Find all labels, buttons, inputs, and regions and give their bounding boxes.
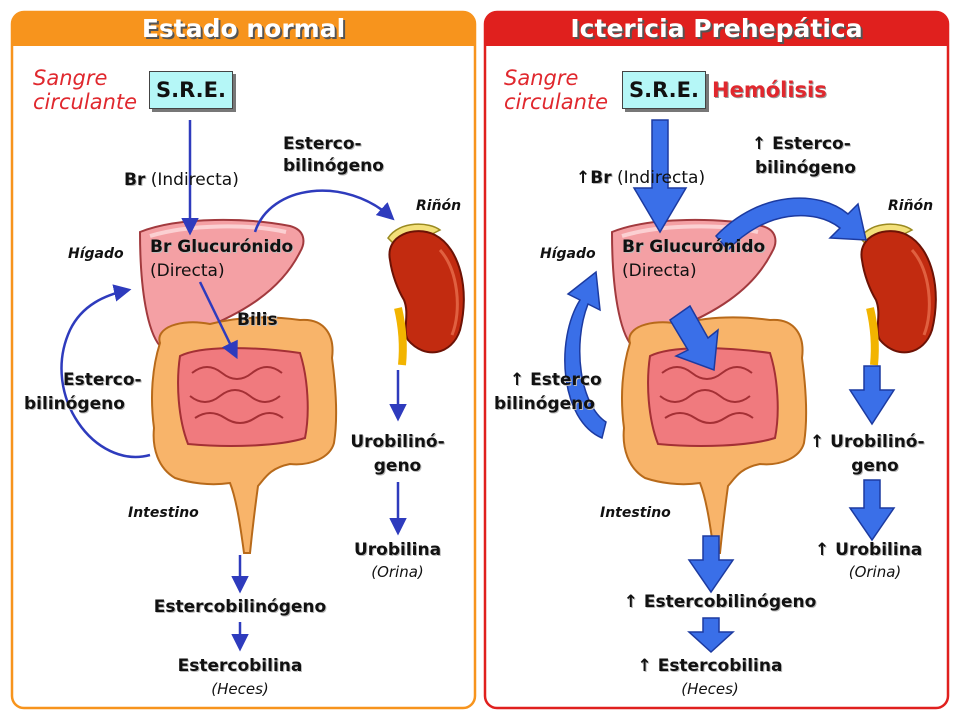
left-rinon-label: Riñón — [416, 198, 462, 214]
right-sre-box: S.R.E. — [622, 71, 706, 109]
left-directa: (Directa) — [150, 261, 225, 281]
right-indirecta: (Indirecta) — [617, 168, 706, 188]
right-estercobil-top-1-text: Esterco- — [772, 134, 851, 154]
right-br-up-arrow-icon: ↑ — [576, 168, 591, 188]
right-estercobilinogeno-text: Estercobilinógeno — [643, 592, 817, 612]
left-sre-box: S.R.E. — [149, 71, 233, 109]
right-urobilino-2: geno — [851, 456, 899, 476]
left-header-title: Estado normal — [141, 14, 346, 43]
right-orina: (Orina) — [848, 563, 902, 581]
right-estercobil-up-arrow-icon: ↑ — [752, 134, 767, 154]
right-hemolisis: Hemólisis — [712, 78, 827, 102]
right-br: Br — [590, 168, 612, 188]
left-indirecta: (Indirecta) — [150, 170, 239, 190]
left-br: Br — [124, 170, 146, 190]
left-arrows — [60, 120, 407, 652]
right-arrows — [564, 119, 896, 654]
left-glucuronido: Br Glucurónido — [150, 237, 294, 257]
left-urobilino-2: geno — [373, 456, 422, 476]
right-urobilina-text: Urobilina — [835, 540, 923, 560]
left-urobilina: Urobilina — [353, 540, 442, 560]
right-directa: (Directa) — [622, 261, 697, 281]
right-higado-label: Hígado — [540, 246, 596, 262]
right-sangre-circulante: Sangre circulante — [504, 66, 609, 114]
right-estercobil-top-2: bilinógeno — [755, 158, 856, 178]
right-urobilino-1: ↑ Urobilinó- — [810, 432, 925, 452]
right-header-title: Ictericia Prehepática — [570, 14, 863, 43]
left-header-bar — [12, 12, 475, 46]
right-urobilina: ↑ Urobilina — [815, 540, 922, 560]
right-esterco-left-1: ↑ Esterco — [510, 370, 602, 390]
left-estercobil-top-1: Esterco- — [283, 134, 362, 154]
right-esterco-left-2: bilinógeno — [494, 394, 595, 414]
right-header-bar — [485, 12, 948, 46]
right-estercobilina-up-arrow-icon: ↑ — [637, 656, 652, 676]
right-estercobilina: ↑ Estercobilina — [610, 656, 810, 676]
left-estercobil-top-2: bilinógeno — [283, 156, 384, 176]
left-esterco-left-1: Esterco- — [63, 370, 142, 390]
right-esterco-left-1-text: Esterco — [530, 370, 602, 390]
left-br-label: Br (Indirecta) — [124, 170, 239, 190]
left-estercobilina: Estercobilina — [177, 656, 303, 676]
right-urobilina-up-arrow-icon: ↑ — [815, 540, 830, 560]
left-bilis-label: Bilis — [237, 310, 278, 330]
left-higado-label: Hígado — [68, 246, 124, 262]
right-esterco-up-arrow-icon: ↑ — [510, 370, 525, 390]
right-glucuronido: Br Glucurónido — [622, 237, 766, 257]
left-urobilino-1: Urobilinó- — [350, 432, 445, 452]
right-intestino-label: Intestino — [600, 505, 671, 521]
right-estercobilinogeno: ↑ Estercobilinógeno — [600, 592, 840, 612]
right-urobilino-up-arrow-icon: ↑ — [810, 432, 825, 452]
left-orina: (Orina) — [371, 563, 424, 581]
left-heces: (Heces) — [211, 680, 269, 698]
right-estercobil-top-1: ↑ Esterco- — [752, 134, 851, 154]
right-rinon-label: Riñón — [888, 198, 934, 214]
right-heces: (Heces) — [681, 680, 739, 698]
right-br-label: ↑Br (Indirecta) — [576, 168, 705, 188]
left-sangre-circulante: Sangre circulante — [33, 66, 138, 114]
right-estercobilina-text: Estercobilina — [657, 656, 783, 676]
right-urobilino-1-text: Urobilinó- — [830, 432, 925, 452]
left-estercobilinogeno: Estercobilinógeno — [153, 597, 327, 617]
left-intestino-label: Intestino — [128, 505, 199, 521]
left-esterco-left-2: bilinógeno — [24, 394, 125, 414]
right-estercobilinogeno-up-arrow-icon: ↑ — [623, 592, 638, 612]
